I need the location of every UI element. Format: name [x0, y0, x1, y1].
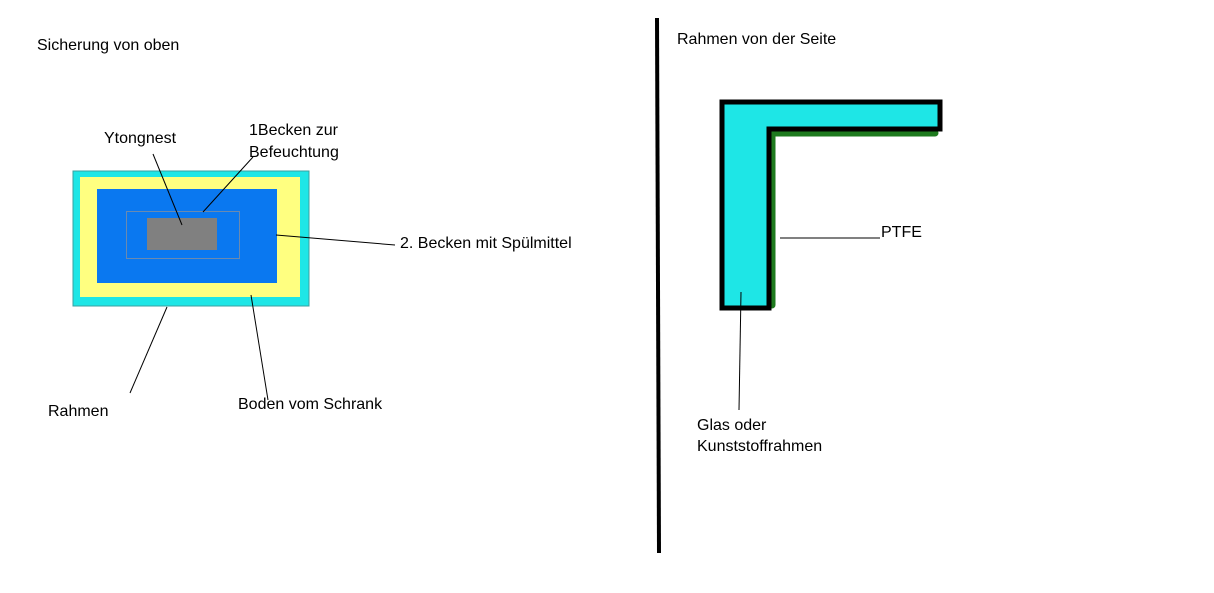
becken1-rect: [126, 211, 240, 259]
leader-lines: [129, 153, 396, 401]
label-glas-line1: Glas oder: [697, 417, 767, 434]
side-leader-lines: [738, 237, 880, 411]
label-ptfe: PTFE: [881, 224, 922, 241]
label-ytongnest: Ytongnest: [104, 130, 177, 147]
label-becken1-line1: 1Becken zur: [249, 122, 338, 139]
ptfe-layer: [768, 129, 939, 309]
side-view-title: Rahmen von der Seite: [677, 31, 837, 48]
top-view-title: Sicherung von oben: [37, 37, 180, 54]
label-becken2: 2. Becken mit Spülmittel: [400, 235, 572, 252]
label-rahmen: Rahmen: [48, 403, 109, 420]
divider: [655, 17, 661, 554]
ytongnest-rect: [147, 218, 217, 250]
label-becken1-line2: Befeuchtung: [249, 144, 339, 161]
label-glas-line2: Kunststoffrahmen: [697, 438, 823, 455]
label-boden: Boden vom Schrank: [238, 396, 383, 413]
frame-side-profile: [719, 99, 943, 311]
